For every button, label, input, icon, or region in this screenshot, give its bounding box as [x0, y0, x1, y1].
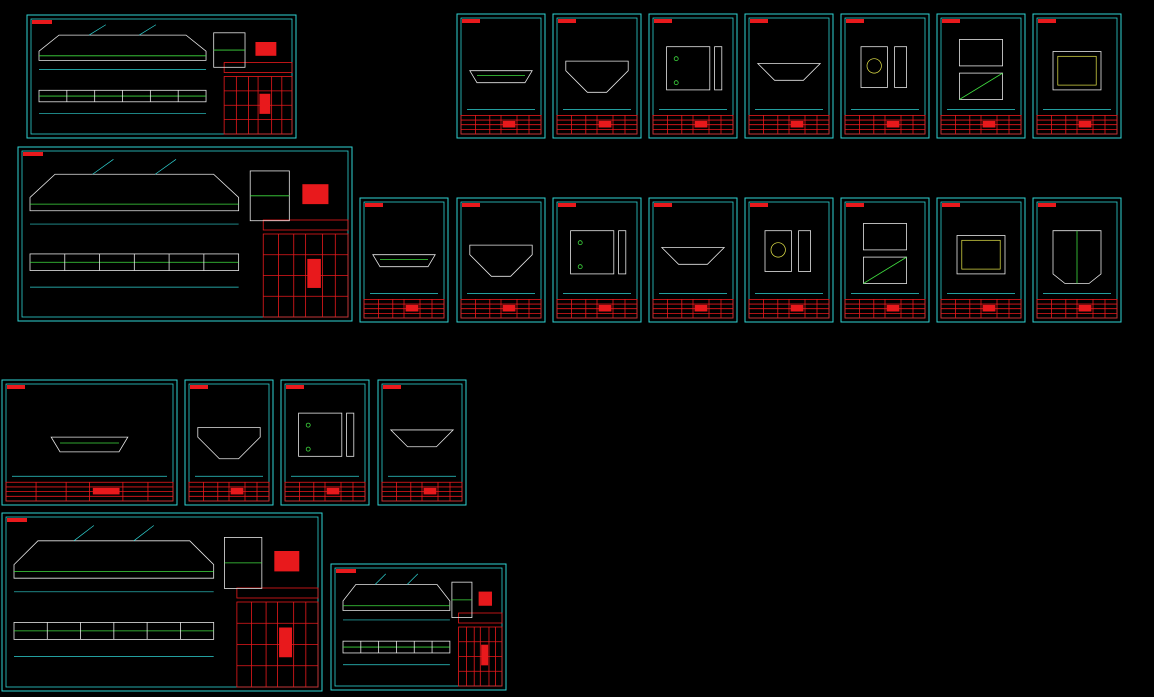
- drawing-sheet-a3[interactable]: [552, 13, 642, 139]
- drawing-sheet-d2[interactable]: [330, 563, 507, 691]
- drawing-sheet-a1[interactable]: [26, 14, 297, 139]
- drawing-sheet-a8[interactable]: [1032, 13, 1122, 139]
- drawing-sheet-c1[interactable]: [1, 379, 178, 506]
- drawing-sheet-b5[interactable]: [648, 197, 738, 323]
- drawing-sheet-a4[interactable]: [648, 13, 738, 139]
- drawing-sheet-c2[interactable]: [184, 379, 274, 506]
- drawing-sheet-b9[interactable]: [1032, 197, 1122, 323]
- drawing-sheet-a2[interactable]: [456, 13, 546, 139]
- drawing-sheet-a7[interactable]: [936, 13, 1026, 139]
- drawing-sheet-b4[interactable]: [552, 197, 642, 323]
- drawing-sheet-a6[interactable]: [840, 13, 930, 139]
- drawing-sheet-a5[interactable]: [744, 13, 834, 139]
- drawing-sheet-b2[interactable]: [359, 197, 449, 323]
- drawing-sheet-b3[interactable]: [456, 197, 546, 323]
- drawing-sheet-b7[interactable]: [840, 197, 930, 323]
- drawing-sheet-b1[interactable]: [17, 146, 353, 322]
- drawing-sheet-d1[interactable]: [1, 512, 323, 692]
- drawing-sheet-b8[interactable]: [936, 197, 1026, 323]
- drawing-sheet-c4[interactable]: [377, 379, 467, 506]
- drawing-sheet-b6[interactable]: [744, 197, 834, 323]
- drawing-sheet-c3[interactable]: [280, 379, 370, 506]
- drawing-sheets: [1, 13, 1122, 692]
